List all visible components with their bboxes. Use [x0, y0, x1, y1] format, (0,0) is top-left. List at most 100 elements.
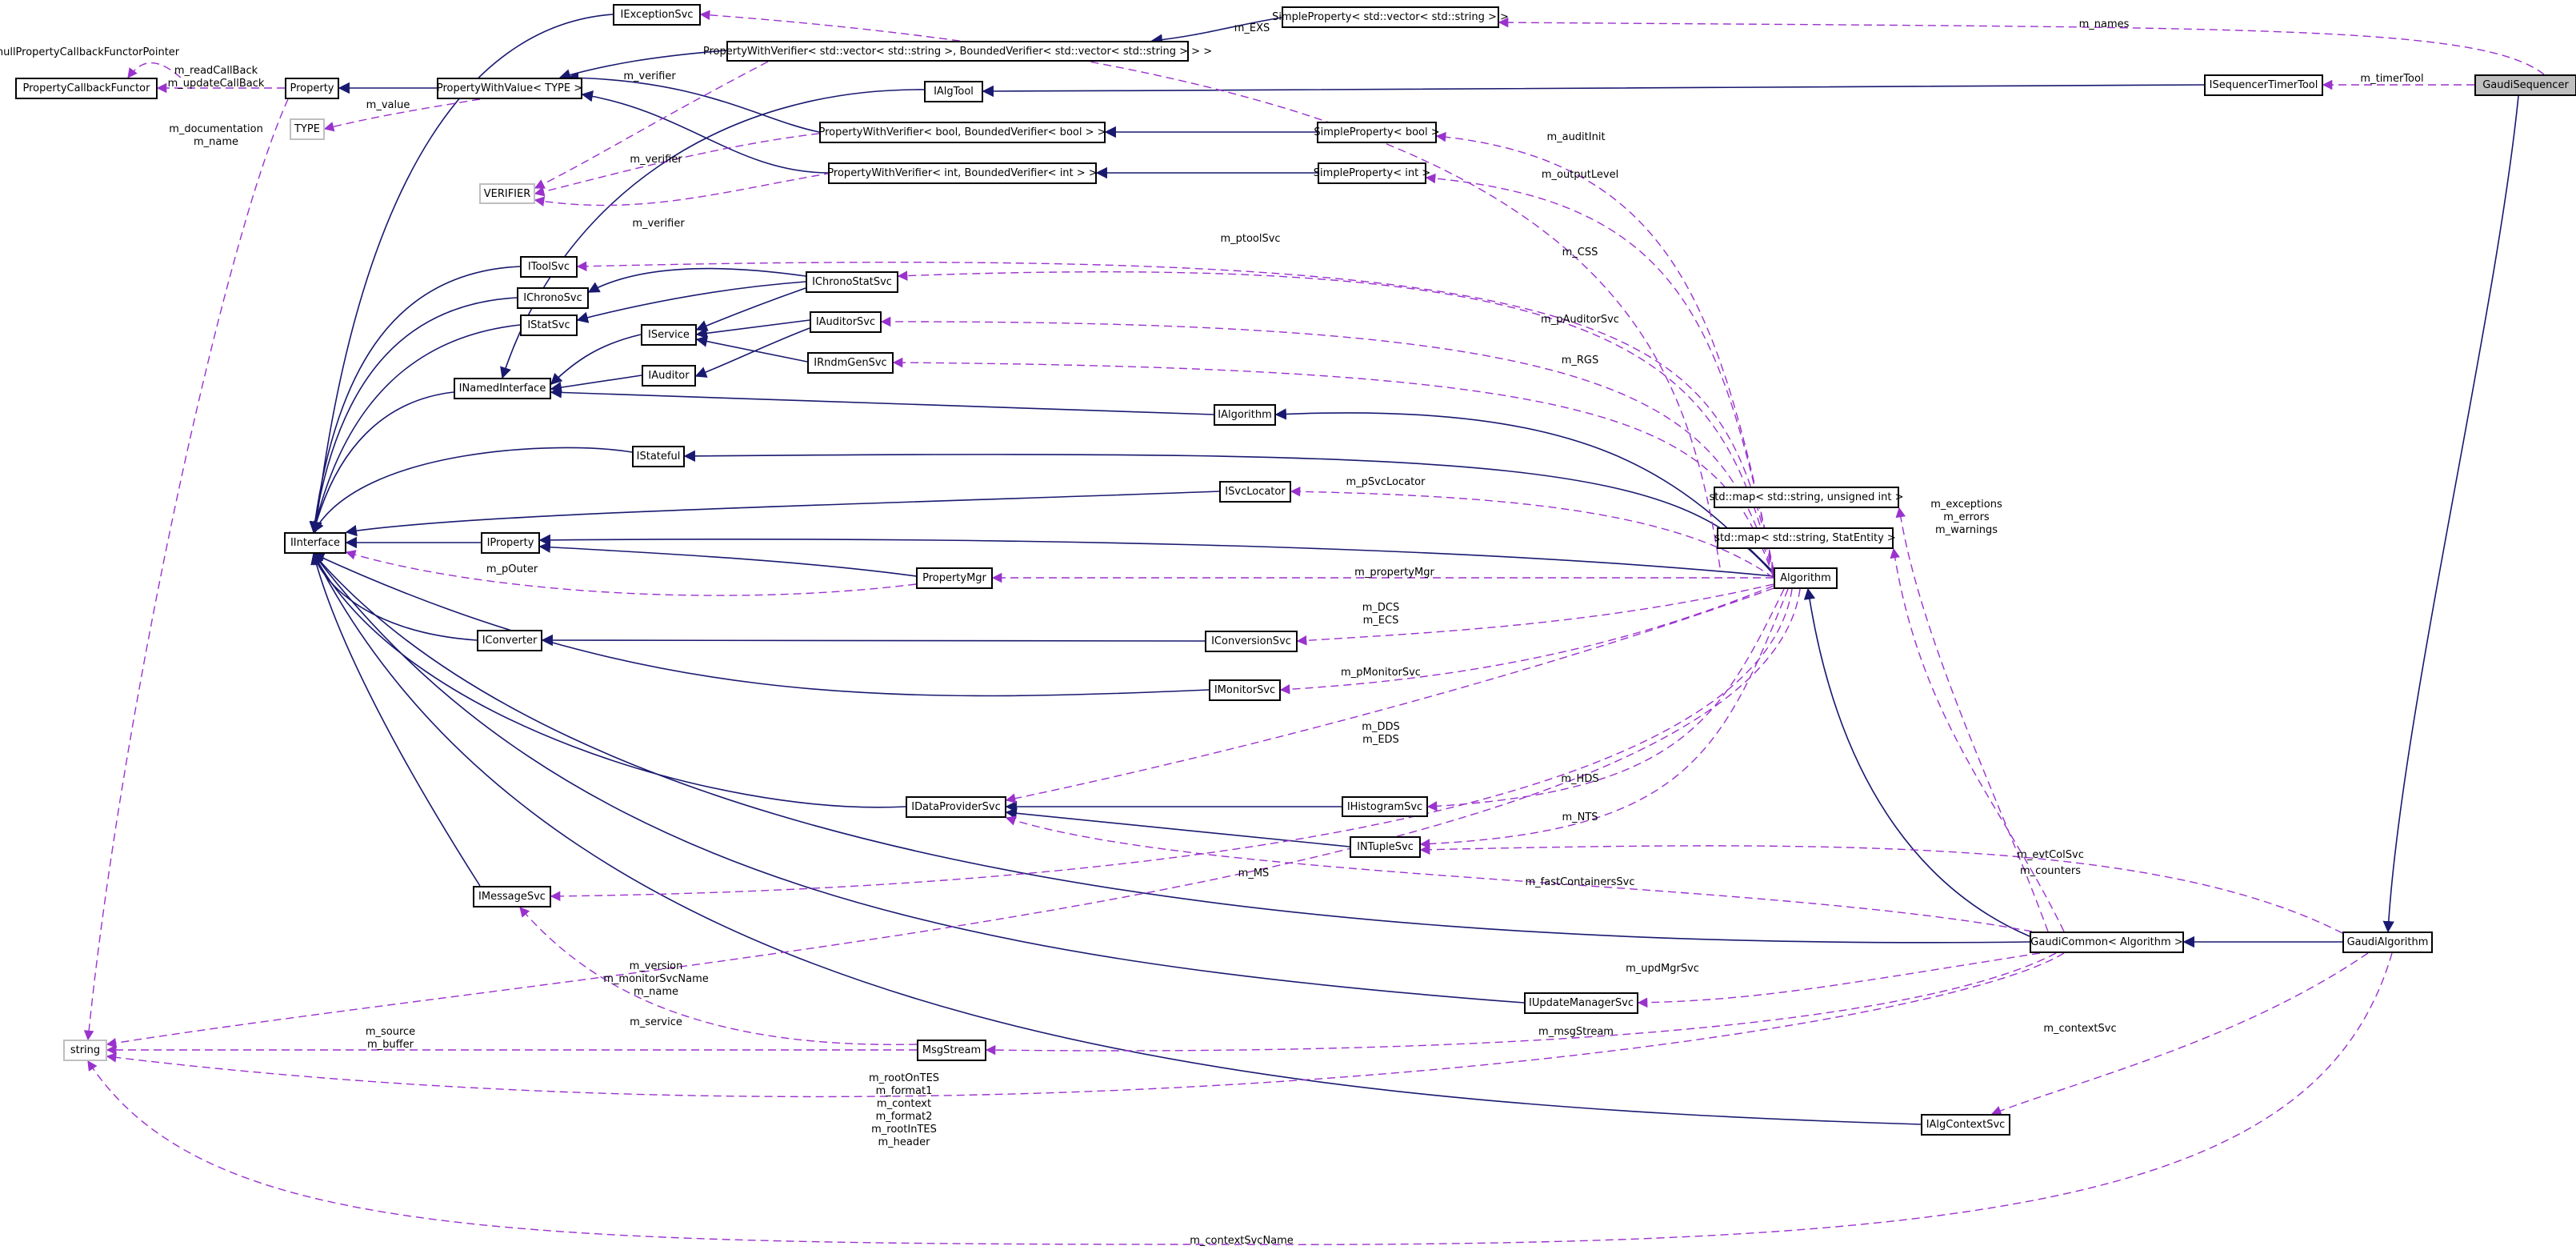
class-node-spbool[interactable]: SimpleProperty< bool > — [1314, 122, 1440, 143]
class-node-verifier[interactable]: VERIFIER — [479, 183, 535, 204]
class-node-irndmgensvc[interactable]: IRndmGenSvc — [807, 352, 894, 374]
class-node-iauditor[interactable]: IAuditor — [642, 365, 696, 387]
class-node-iinterface[interactable]: IInterface — [284, 532, 346, 554]
class-node-label: INamedInterface — [458, 383, 546, 395]
usage-edge — [127, 62, 182, 79]
usage-edge — [1890, 547, 2065, 932]
usage-edge — [1279, 585, 1774, 695]
class-node-property[interactable]: Property — [285, 78, 339, 99]
usage-edge — [1005, 587, 1774, 803]
class-node-label: TYPE — [294, 123, 320, 135]
inheritance-edge — [566, 72, 820, 133]
inheritance-edge — [695, 287, 806, 331]
inheritance-edge — [683, 450, 1774, 575]
class-node-inamedinterface[interactable]: INamedInterface — [454, 378, 551, 399]
inheritance-edge — [581, 90, 829, 174]
usage-edge — [1005, 815, 2033, 932]
class-node-ialgorithm[interactable]: IAlgorithm — [1214, 404, 1276, 426]
edge-label: m_DDS m_EDS — [1362, 721, 1400, 746]
class-node-label: Algorithm — [1780, 572, 1831, 584]
class-node-label: IStateful — [636, 451, 681, 463]
class-node-label: IStatSvc — [527, 319, 570, 331]
class-node-iconversionsvc[interactable]: IConversionSvc — [1205, 631, 1298, 652]
class-node-iexceptionsvc[interactable]: IExceptionSvc — [613, 4, 701, 26]
edge-label: m_HDS — [1561, 773, 1599, 785]
class-node-gaudialgorithm[interactable]: GaudiAlgorithm — [2342, 931, 2433, 953]
class-node-itoolsvc[interactable]: IToolSvc — [520, 256, 578, 278]
inheritance-edge — [541, 634, 1206, 647]
inheritance-edge — [313, 447, 633, 534]
edge-label: m_ptoolSvc — [1220, 233, 1281, 245]
class-node-label: PropertyWithVerifier< int, BoundedVerifi… — [827, 167, 1098, 179]
inheritance-edge — [313, 552, 906, 808]
class-node-iservice[interactable]: IService — [641, 324, 697, 346]
usage-edge — [897, 270, 1774, 575]
class-node-ihistogramsvc[interactable]: IHistogramSvc — [1342, 796, 1428, 817]
class-node-label: GaudiSequencer — [2482, 79, 2569, 91]
class-node-label: PropertyWithValue< TYPE > — [436, 82, 583, 94]
class-node-label: SimpleProperty< int > — [1313, 167, 1431, 179]
class-node-propertycallbackfunctor[interactable]: PropertyCallbackFunctor — [15, 78, 158, 99]
class-node-label: string — [70, 1044, 101, 1056]
usage-edge — [576, 261, 1774, 574]
edge-label: m_counters — [2020, 865, 2081, 877]
inheritance-edge — [576, 281, 806, 323]
usage-edge — [880, 316, 1774, 577]
class-node-msgstream[interactable]: MsgStream — [917, 1040, 986, 1061]
class-node-iauditorsvc[interactable]: IAuditorSvc — [810, 311, 882, 333]
usage-edge — [83, 98, 289, 1041]
class-node-label: PropertyMgr — [922, 572, 986, 584]
edge-label: m_source m_buffer — [365, 1026, 416, 1051]
inheritance-edge — [309, 266, 521, 534]
class-node-imessagesvc[interactable]: IMessageSvc — [473, 886, 551, 907]
class-node-istateful[interactable]: IStateful — [632, 446, 685, 467]
class-node-propertymgr[interactable]: PropertyMgr — [916, 567, 993, 589]
class-node-iupdatemanagersvc[interactable]: IUpdateManagerSvc — [1524, 992, 1638, 1014]
class-node-label: IMessageSvc — [478, 891, 546, 903]
class-node-imonitorsvc[interactable]: IMonitorSvc — [1209, 679, 1281, 701]
usage-edge — [985, 952, 2057, 1056]
class-node-idataprovidersvc[interactable]: IDataProviderSvc — [906, 796, 1006, 818]
edge-label: m_readCallBack m_updateCallBack — [167, 65, 265, 90]
class-node-label: IAlgContextSvc — [1926, 1119, 2006, 1131]
class-node-label: IConversionSvc — [1211, 635, 1291, 647]
class-node-ichronostatsvc[interactable]: IChronoStatSvc — [806, 271, 898, 293]
edge-label: m_verifier — [630, 154, 682, 166]
class-node-label: std::map< std::string, unsigned int > — [1709, 491, 1904, 503]
inheritance-edge — [309, 297, 518, 534]
class-node-pwvvector[interactable]: PropertyWithVerifier< std::vector< std::… — [703, 41, 1212, 62]
class-node-iproperty[interactable]: IProperty — [481, 532, 540, 554]
usage-edge — [534, 61, 769, 189]
class-node-label: ISvcLocator — [1225, 486, 1286, 498]
usage-edge — [892, 357, 1774, 579]
class-node-ichronosvc[interactable]: IChronoSvc — [517, 287, 589, 309]
inheritance-edge — [310, 552, 481, 887]
class-node-intuplesvc[interactable]: INTupleSvc — [1350, 836, 1421, 858]
class-node-label: IAuditor — [648, 370, 690, 382]
class-node-algorithm[interactable]: Algorithm — [1774, 567, 1838, 589]
class-node-ialgcontextsvc[interactable]: IAlgContextSvc — [1921, 1114, 2010, 1136]
edge-label: m_DCS m_ECS — [1362, 602, 1400, 627]
inheritance-edge — [2382, 95, 2519, 933]
class-node-iconverter[interactable]: IConverter — [477, 630, 542, 651]
class-node-spvector[interactable]: SimpleProperty< std::vector< std::string… — [1272, 6, 1509, 28]
class-node-label: IProperty — [486, 537, 534, 549]
class-node-gaudisequencer[interactable]: GaudiSequencer — [2474, 74, 2576, 96]
edge-label: m_pAuditorSvc — [1541, 314, 1619, 326]
class-node-spint[interactable]: SimpleProperty< int > — [1314, 162, 1430, 184]
class-node-type[interactable]: TYPE — [290, 118, 325, 140]
class-node-pwvint[interactable]: PropertyWithVerifier< int, BoundedVerifi… — [827, 162, 1098, 184]
usage-edge — [519, 907, 918, 1045]
class-node-string[interactable]: string — [63, 1040, 107, 1061]
class-node-isvclocator[interactable]: ISvcLocator — [1219, 481, 1291, 503]
class-node-mapuint[interactable]: std::map< std::string, unsigned int > — [1710, 487, 1903, 508]
edge-label: m_EXS — [1234, 22, 1270, 34]
class-node-propertywithvalue[interactable]: PropertyWithValue< TYPE > — [437, 78, 582, 99]
class-node-ialgtool[interactable]: IAlgTool — [924, 81, 983, 102]
edge-label: nullPropertyCallbackFunctorPointer — [0, 46, 180, 58]
class-node-gaudicommon[interactable]: GaudiCommon< Algorithm > — [2030, 931, 2184, 953]
class-node-istatsvc[interactable]: IStatSvc — [520, 315, 578, 336]
class-node-mapstat[interactable]: std::map< std::string, StatEntity > — [1714, 527, 1896, 549]
class-node-pwvbool[interactable]: PropertyWithVerifier< bool, BoundedVerif… — [818, 122, 1106, 143]
class-node-isequencertimertool[interactable]: ISequencerTimerTool — [2204, 74, 2323, 96]
